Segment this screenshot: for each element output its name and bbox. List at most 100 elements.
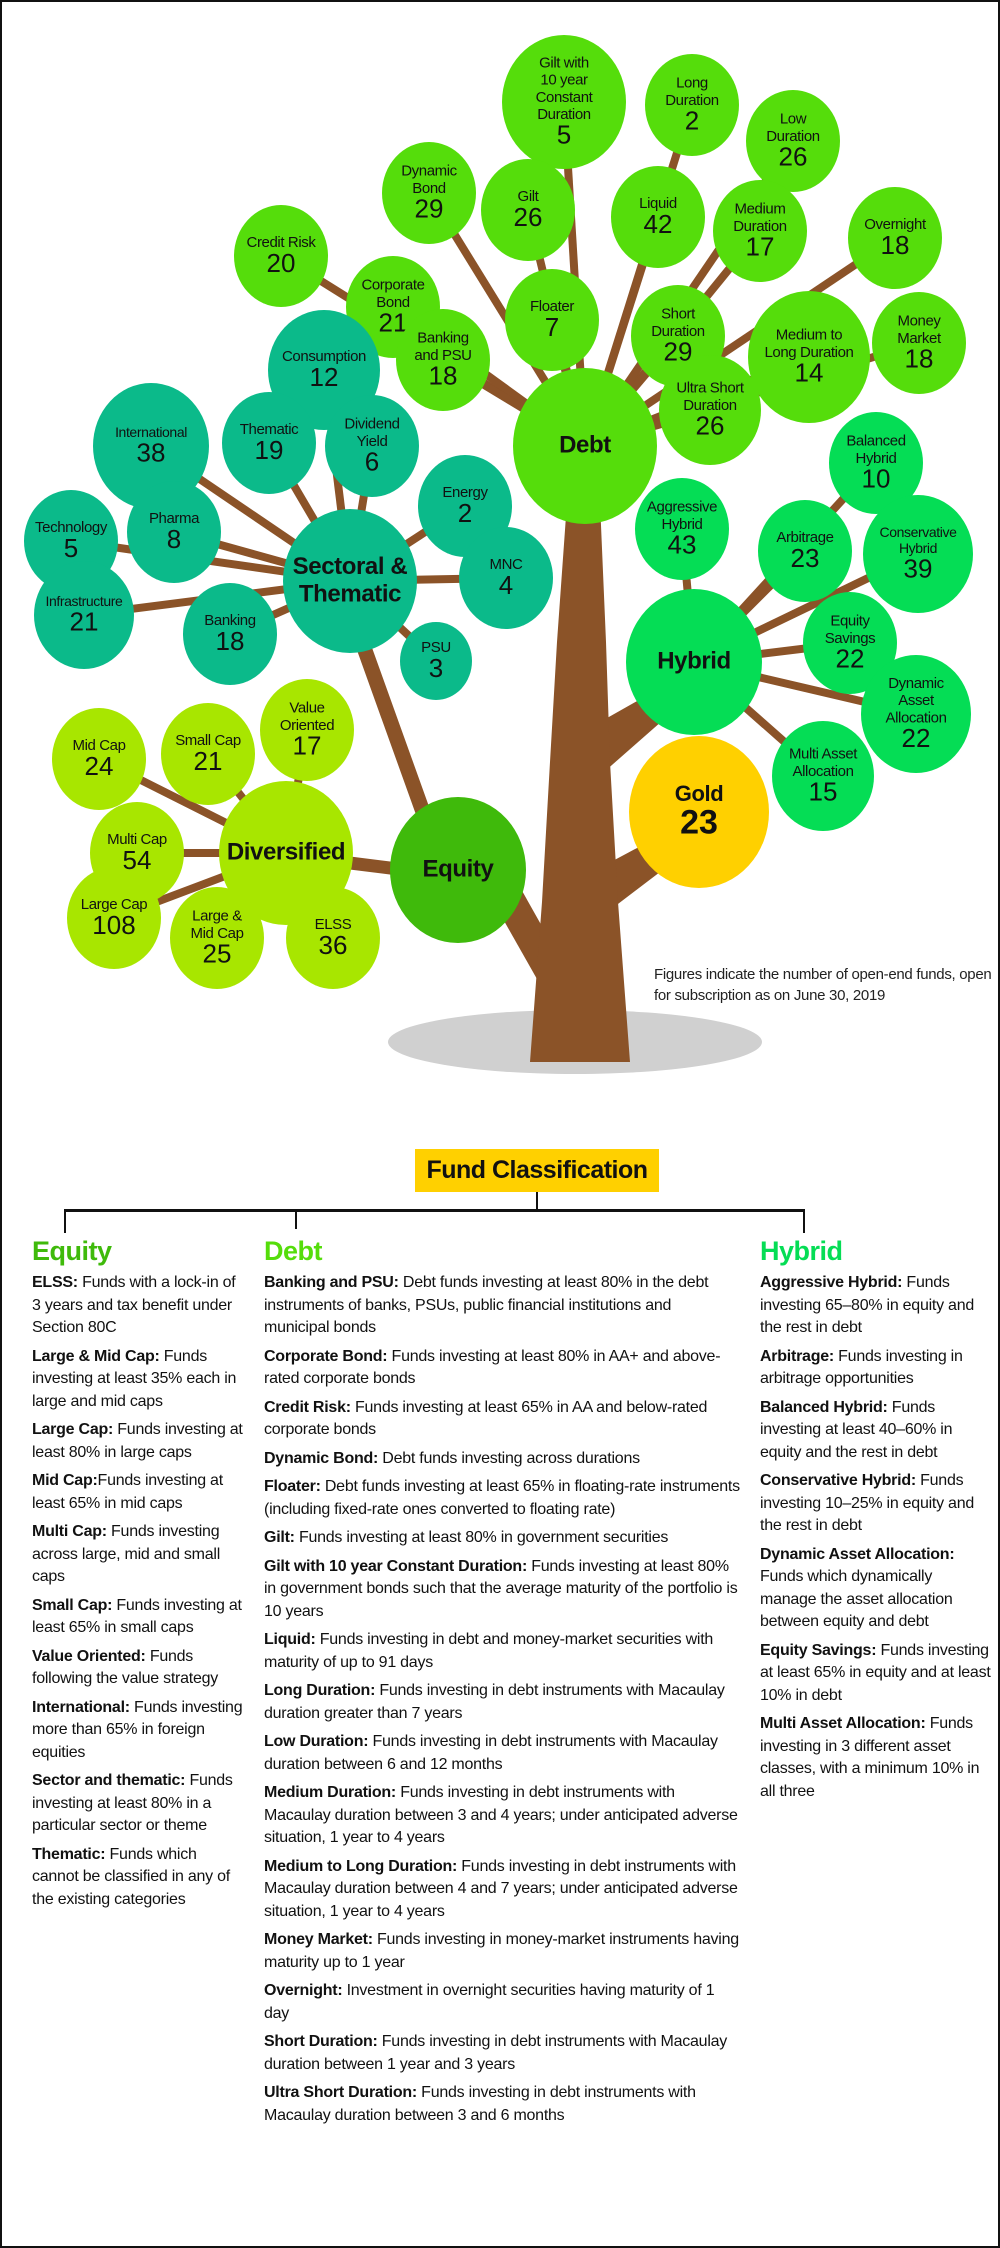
definition-text: Debt funds investing across durations <box>378 1449 640 1467</box>
node-floater-circle <box>505 269 599 371</box>
node-thematic-label: Thematic <box>240 421 299 438</box>
node-international-count: 38 <box>137 438 166 468</box>
node-energy-count: 2 <box>458 498 472 528</box>
node-elss-circle <box>286 887 380 989</box>
node-pharma-label: Pharma <box>149 510 200 527</box>
node-debt-label: Debt <box>559 432 611 459</box>
definition-term: Short Duration: <box>264 2033 378 2050</box>
node-multiasset-count: 15 <box>809 776 838 806</box>
node-liquid-label: Liquid <box>639 195 677 212</box>
definition-text: Funds investing across large, mid and sm… <box>32 1523 220 1585</box>
definition-term: Credit Risk: <box>264 1398 351 1416</box>
definition-term: Large Cap: <box>32 1421 114 1438</box>
definition-term: Thematic: <box>32 1845 106 1863</box>
node-elss-count: 36 <box>319 930 348 960</box>
node-conservative-circle <box>863 495 973 613</box>
definition-item: Long Duration: Funds investing in debt i… <box>264 1680 740 1725</box>
node-diversified-label: Diversified <box>227 839 345 866</box>
node-value-circle <box>260 679 354 781</box>
node-infra-count: 21 <box>70 607 99 637</box>
definition-term: Sector and thematic: <box>32 1772 186 1789</box>
node-technology-label: Technology <box>35 519 108 536</box>
definition-term: Multi Asset Allocation: <box>760 1715 926 1732</box>
definition-text: Funds investing in money-market instrume… <box>264 1931 739 1971</box>
node-medlong-count: 14 <box>795 357 824 387</box>
node-midcap-count: 24 <box>85 751 114 781</box>
definition-item: Dynamic Bond: Debt funds investing acros… <box>264 1448 740 1471</box>
definition-text: Funds investing at least 80% in AA+ and … <box>264 1347 721 1388</box>
node-mnc-label: MNC <box>490 556 524 573</box>
definition-text: Funds investing in debt instruments with… <box>264 1857 738 1920</box>
node-multiasset-circle <box>772 721 874 831</box>
definition-term: Gilt: <box>264 1529 295 1546</box>
definition-item: Low Duration: Funds investing in debt in… <box>264 1731 740 1776</box>
definition-text: Funds investing at least 65% in mid caps <box>32 1472 223 1512</box>
definition-term: Equity Savings: <box>760 1641 877 1659</box>
node-international-label: International <box>115 424 187 440</box>
definition-text: Funds investing in arbitrage opportuniti… <box>760 1347 963 1388</box>
definition-item: Large Cap: Funds investing at least 80% … <box>32 1419 244 1464</box>
definition-text: Funds investing in debt instruments with… <box>264 1733 718 1773</box>
node-eqsavings-count: 22 <box>836 643 865 673</box>
node-infra-label: Infrastructure <box>46 593 123 609</box>
node-equity-label: Equity <box>423 856 495 883</box>
definition-item: Short Duration: Funds investing in debt … <box>264 2031 740 2076</box>
definition-term: Balanced Hybrid: <box>760 1398 888 1416</box>
definition-item: Arbitrage: Funds investing in arbitrage … <box>760 1346 992 1391</box>
definition-term: Low Duration: <box>264 1733 369 1750</box>
definition-text: Investment in overnight securities havin… <box>264 1982 715 2022</box>
definition-term: Long Duration: <box>264 1682 376 1699</box>
definition-term: Ultra Short Duration: <box>264 2084 417 2101</box>
definition-term: Liquid: <box>264 1631 316 1648</box>
node-gilt-count: 26 <box>514 202 543 232</box>
node-liquid-circle <box>611 166 705 268</box>
node-balanced-circle <box>829 412 923 514</box>
node-dynasset-circle <box>861 655 971 773</box>
definition-item: Conservative Hybrid: Funds investing 10–… <box>760 1470 992 1538</box>
definition-text: Funds investing 65–80% in equity and the… <box>760 1274 974 1336</box>
node-sectoral-label: Sectoral &Thematic <box>293 553 408 608</box>
definition-term: Dynamic Bond: <box>264 1449 379 1467</box>
node-gilt10-count: 5 <box>557 120 571 150</box>
node-overnight-circle <box>848 187 942 289</box>
node-dynasset-count: 22 <box>902 723 931 753</box>
node-banking-count: 18 <box>216 626 245 656</box>
node-gold-label: Gold <box>675 781 724 806</box>
node-technology-count: 5 <box>64 533 78 563</box>
definition-text: Funds investing in debt instruments with… <box>264 1784 738 1846</box>
branch-equity-sectoral <box>354 639 431 815</box>
node-arbitrage-label: Arbitrage <box>776 529 833 546</box>
definition-item: International: Funds investing more than… <box>32 1697 244 1765</box>
definition-text: Funds investing at least 80% in governme… <box>294 1529 669 1546</box>
node-gilt-circle <box>481 159 575 261</box>
definition-text: Funds investing 10–25% in equity and the… <box>760 1472 974 1534</box>
node-infra-circle <box>34 561 134 669</box>
definition-item: Equity Savings: Funds investing at least… <box>760 1640 992 1708</box>
definition-term: Multi Cap: <box>32 1523 107 1540</box>
definition-item: Medium to Long Duration: Funds investing… <box>264 1856 740 1924</box>
node-thematic-circle <box>222 392 316 494</box>
node-thematic-count: 19 <box>255 435 284 465</box>
node-dynbond-circle <box>382 142 476 244</box>
definition-item: Multi Asset Allocation: Funds investing … <box>760 1713 992 1803</box>
definition-item: Liquid: Funds investing in debt and mone… <box>264 1629 740 1674</box>
definition-term: Value Oriented: <box>32 1647 146 1665</box>
figures-note: Figures indicate the number of open-end … <box>654 966 992 1004</box>
column-heading-equity: Equity <box>32 1236 112 1266</box>
node-ultrashort-count: 26 <box>696 410 725 440</box>
definition-term: Small Cap: <box>32 1596 113 1614</box>
node-arbitrage-count: 23 <box>791 543 820 573</box>
